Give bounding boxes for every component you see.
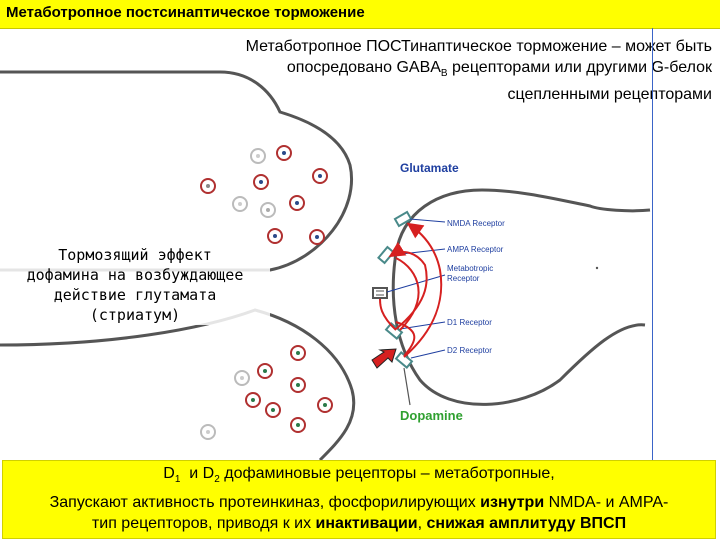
- vesicle: [290, 417, 306, 433]
- svg-text:D2 Receptor: D2 Receptor: [447, 346, 492, 355]
- summary-lines-2-3: Запускают активность протеинкиназ, фосфо…: [3, 492, 715, 534]
- vesicle: [265, 402, 281, 418]
- caption-line-3: действие глутамата: [53, 286, 217, 304]
- vesicle: [276, 145, 292, 161]
- spine-dot: [595, 266, 599, 270]
- vesicle: [200, 424, 216, 440]
- lower-presynaptic-terminal: [0, 308, 356, 460]
- svg-text:D1 Receptor: D1 Receptor: [447, 318, 492, 327]
- vesicle: [267, 228, 283, 244]
- synapse-diagram: Glutamate NMDA Receptor AMPA Receptor Me…: [0, 70, 651, 460]
- glutamate-label: Glutamate: [400, 161, 459, 175]
- signaling-arrows: [379, 222, 443, 358]
- svg-text:NMDA Receptor: NMDA Receptor: [447, 219, 505, 228]
- receptor-nmda: NMDA Receptor: [393, 210, 505, 228]
- description-line-2: опосредовано GABAB рецепторами или други…: [286, 59, 712, 80]
- vesicle: [232, 196, 248, 212]
- vesicle: [290, 377, 306, 393]
- vesicle: [289, 195, 305, 211]
- title-bar: Метаботропное постсинаптическое торможен…: [0, 0, 720, 29]
- upper-presynaptic-terminal: [0, 70, 353, 272]
- caption-line-2: дофамина на возбуждающее: [26, 266, 244, 284]
- summary-line-1: D1 и D2 дофаминовые рецепторы – метаботр…: [163, 465, 555, 486]
- vesicle: [309, 229, 325, 245]
- caption-line-1: Тормозящий эффект: [58, 246, 212, 264]
- divider-line: [652, 28, 653, 460]
- vesicle: [257, 363, 273, 379]
- caption: Тормозящий эффект дофамина на возбуждающ…: [0, 245, 270, 325]
- dopamine-pointer: [403, 367, 411, 406]
- description: Метаботропное ПОСТинаптическое торможени…: [152, 36, 712, 105]
- summary-line-2: Запускают активность протеинкиназ, фосфо…: [49, 494, 669, 511]
- svg-text:Metabotropic: Metabotropic: [447, 264, 493, 273]
- vesicle: [245, 392, 261, 408]
- postsynaptic-spine: [391, 188, 651, 406]
- vesicle: [260, 202, 276, 218]
- description-line-3: сцепленными рецепторами: [507, 86, 712, 104]
- svg-text:Receptor: Receptor: [447, 274, 480, 283]
- vesicle: [317, 397, 333, 413]
- svg-text:AMPA Receptor: AMPA Receptor: [447, 245, 504, 254]
- dopamine-label: Dopamine: [400, 408, 463, 423]
- vesicle: [253, 174, 269, 190]
- vesicle: [312, 168, 328, 184]
- receptor-metabotropic: Metabotropic Receptor: [372, 264, 493, 299]
- caption-line-4: (стриатум): [89, 306, 181, 324]
- page-title: Метаботропное постсинаптическое торможен…: [6, 4, 365, 21]
- vesicle: [234, 370, 250, 386]
- summary-box: D1 и D2 дофаминовые рецепторы – метаботр…: [2, 460, 716, 539]
- vesicle: [250, 148, 266, 164]
- upper-vesicles: [200, 145, 328, 245]
- lower-vesicles: [200, 345, 333, 440]
- summary-line-3: тип рецепторов, приводя к их инактивации…: [91, 515, 627, 532]
- vesicle: [200, 178, 216, 194]
- description-line-1: Метаботропное ПОСТинаптическое торможени…: [245, 38, 712, 55]
- dopamine-release-arrow: [371, 348, 397, 369]
- receptor-d2: D2 Receptor: [394, 346, 492, 369]
- vesicle: [290, 345, 306, 361]
